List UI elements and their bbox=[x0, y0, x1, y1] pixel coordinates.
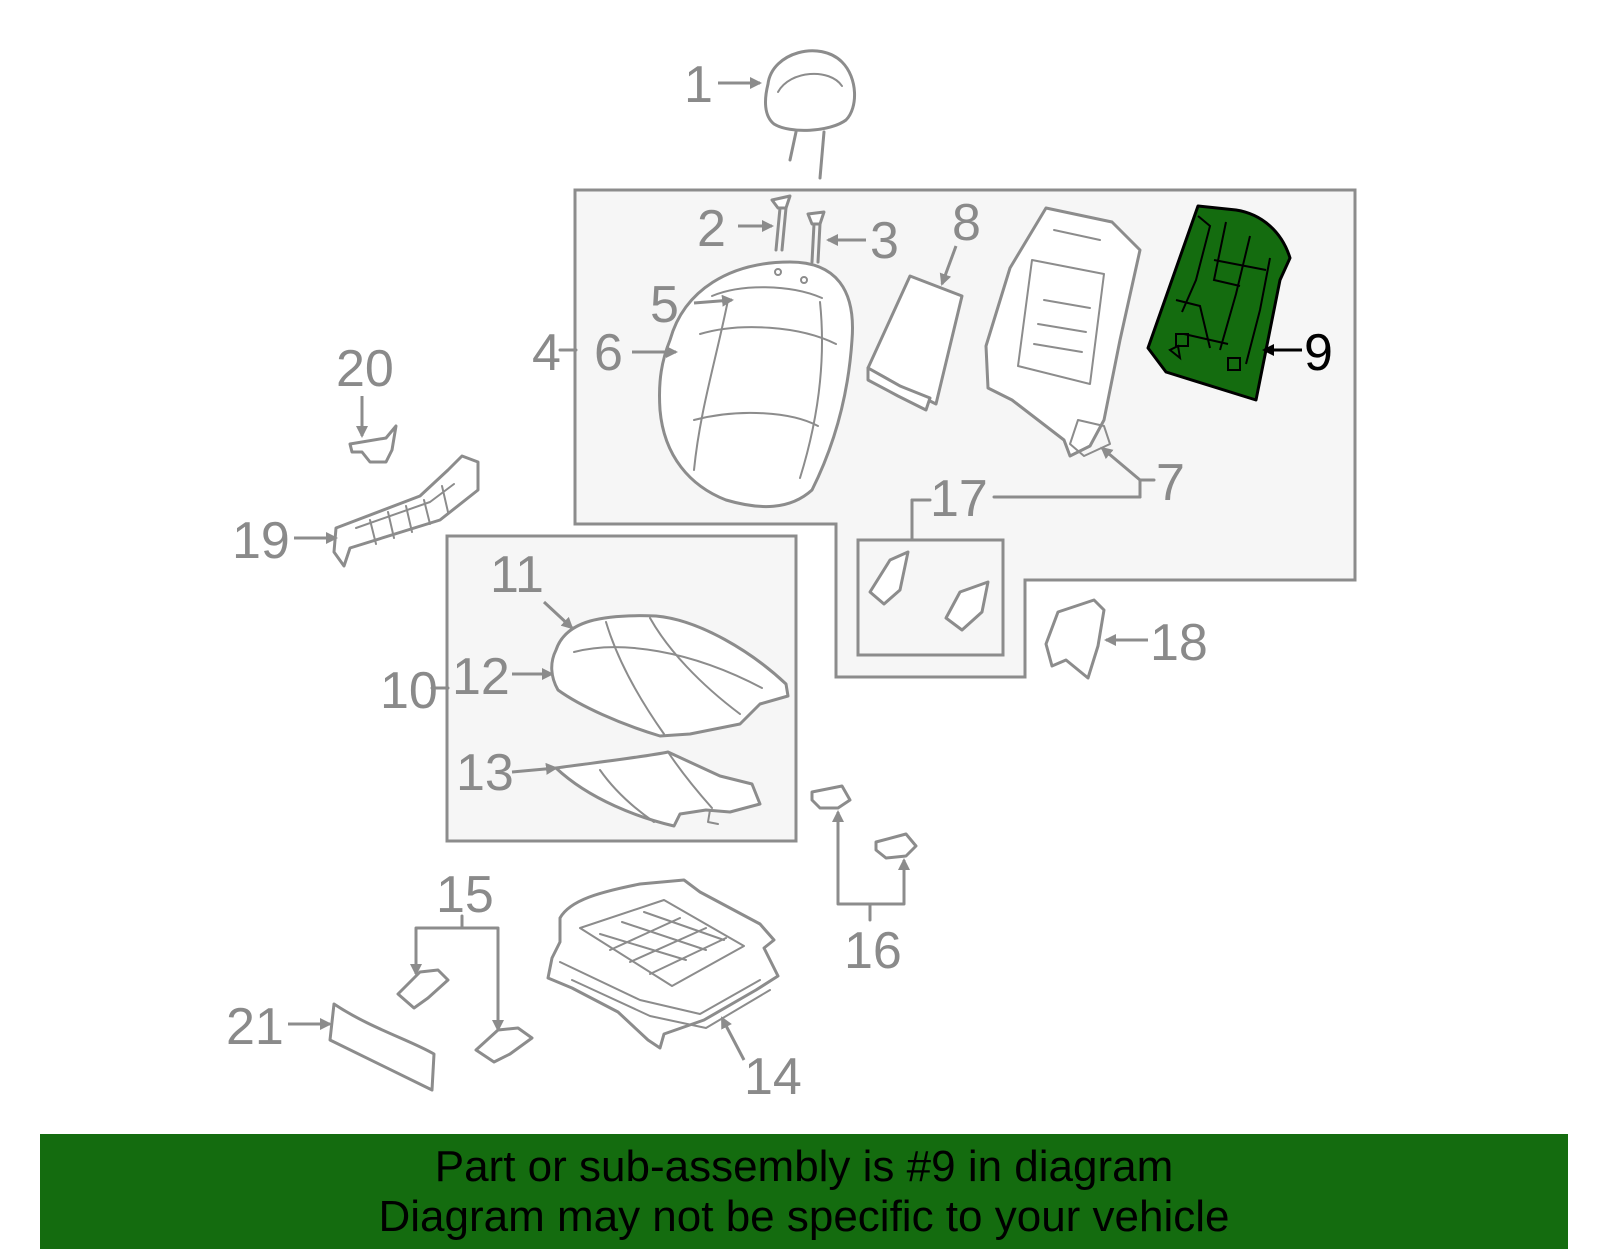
part-18-side-shield[interactable] bbox=[1044, 598, 1106, 680]
part-14-cushion-frame[interactable] bbox=[546, 878, 780, 1050]
callout-2[interactable]: 2 bbox=[697, 200, 726, 258]
callout-15[interactable]: 15 bbox=[436, 866, 494, 924]
callout-6[interactable]: 6 bbox=[594, 324, 623, 382]
part-16-clip[interactable] bbox=[810, 784, 918, 860]
part-1-headrest[interactable] bbox=[764, 49, 857, 180]
callout-1[interactable]: 1 bbox=[684, 56, 713, 114]
callout-4[interactable]: 4 bbox=[532, 324, 561, 382]
callout-16[interactable]: 16 bbox=[844, 922, 902, 980]
callout-18[interactable]: 18 bbox=[1150, 614, 1208, 672]
callout-19[interactable]: 19 bbox=[232, 512, 290, 570]
callout-13[interactable]: 13 bbox=[456, 744, 514, 802]
callout-5[interactable]: 5 bbox=[650, 276, 679, 334]
callout-21[interactable]: 21 bbox=[226, 998, 284, 1056]
part-5-seatback-cover[interactable] bbox=[658, 260, 854, 509]
callout-8[interactable]: 8 bbox=[952, 194, 981, 252]
footer-line-1: Part or sub-assembly is #9 in diagram bbox=[434, 1142, 1174, 1191]
part-3-guide[interactable] bbox=[806, 210, 826, 264]
callout-10[interactable]: 10 bbox=[380, 662, 438, 720]
part-19-side-trim[interactable] bbox=[332, 454, 480, 568]
callout-14[interactable]: 14 bbox=[744, 1048, 802, 1106]
callout-12[interactable]: 12 bbox=[452, 648, 510, 706]
callout-11[interactable]: 11 bbox=[490, 546, 544, 604]
callout-20[interactable]: 20 bbox=[336, 340, 394, 398]
part-17-hinge-cover[interactable] bbox=[868, 550, 990, 632]
callout-9[interactable]: 9 bbox=[1304, 324, 1333, 382]
footer-banner: Part or sub-assembly is #9 in diagram Di… bbox=[40, 1134, 1568, 1249]
part-21-front-trim[interactable] bbox=[328, 1002, 436, 1092]
part-15-cover[interactable] bbox=[396, 968, 534, 1064]
footer-line-2: Diagram may not be specific to your vehi… bbox=[378, 1192, 1230, 1241]
callout-7[interactable]: 7 bbox=[1156, 454, 1185, 512]
callout-17[interactable]: 17 bbox=[930, 470, 988, 528]
part-13-cushion-pad[interactable] bbox=[554, 750, 762, 828]
part-7-seatback-frame[interactable] bbox=[984, 206, 1142, 458]
part-8-lumbar-support[interactable] bbox=[866, 274, 964, 412]
part-2-guide[interactable] bbox=[770, 194, 792, 252]
callout-3[interactable]: 3 bbox=[870, 212, 899, 270]
part-9-back-panel[interactable] bbox=[1146, 204, 1292, 402]
part-20-clip[interactable] bbox=[348, 424, 398, 464]
part-11-cushion-cover[interactable] bbox=[550, 614, 790, 738]
